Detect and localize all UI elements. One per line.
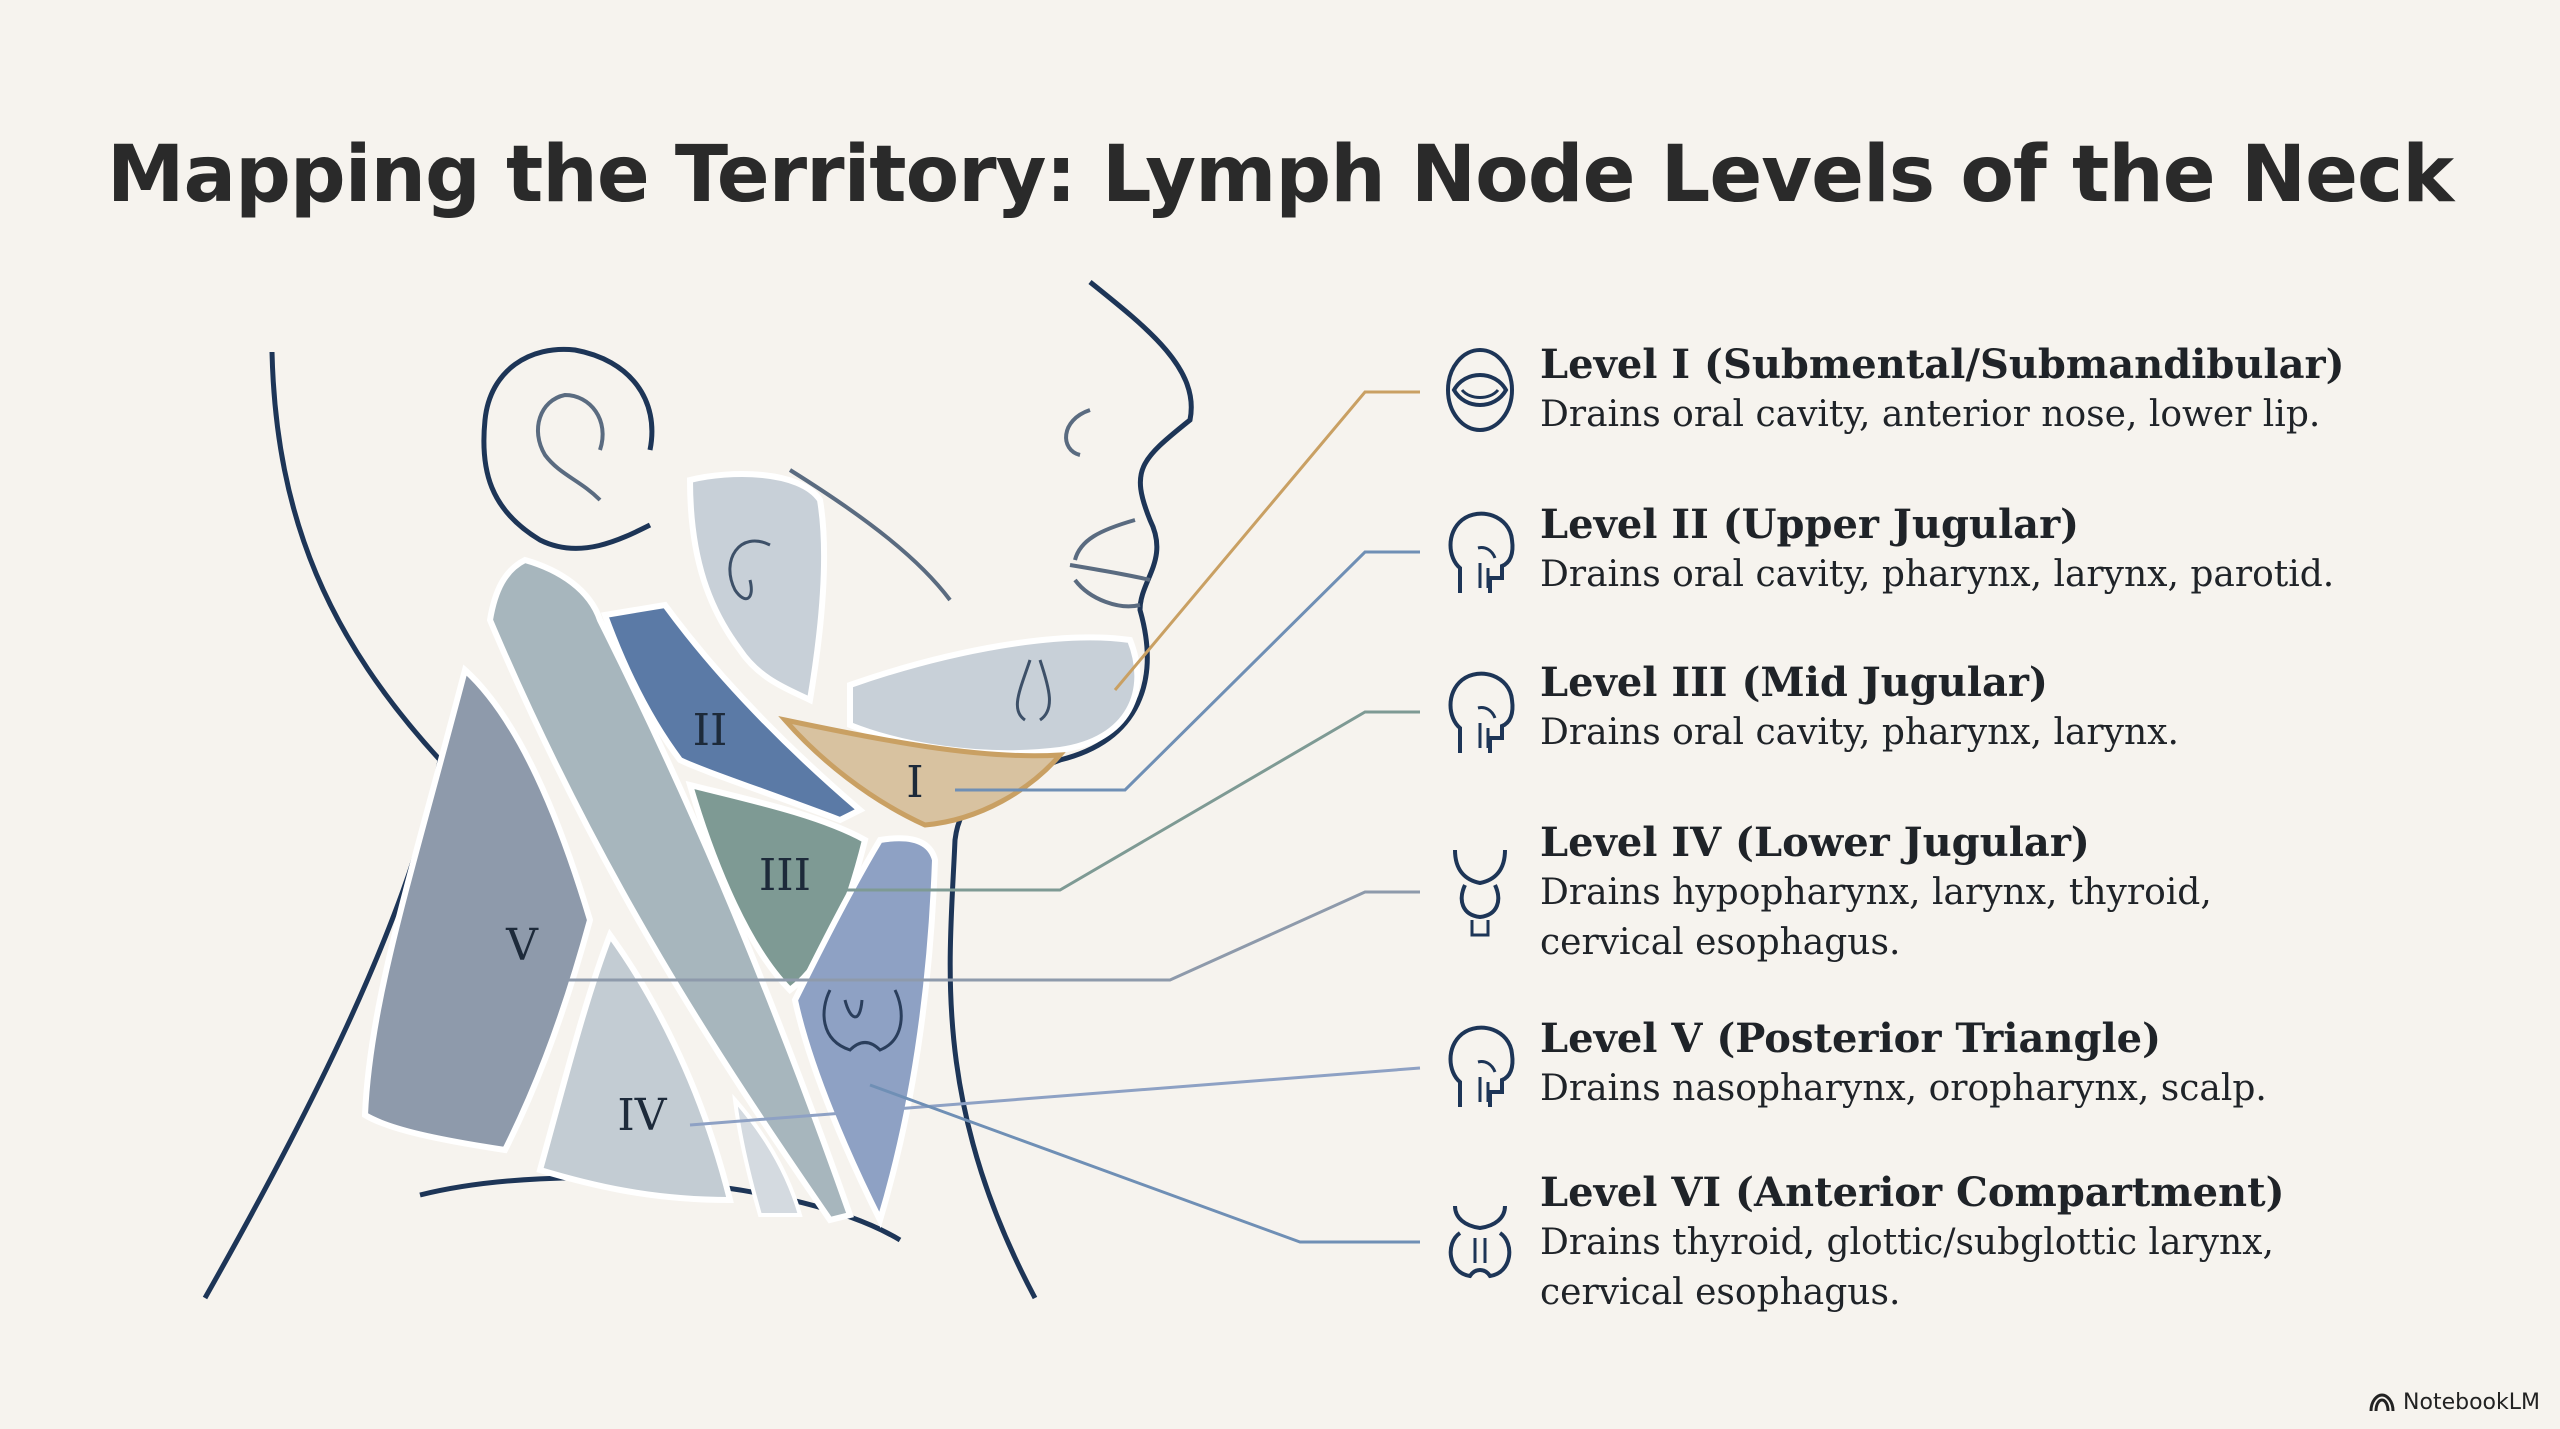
level-IV-region [536,928,734,1204]
mouth-icon [1446,348,1514,432]
region-label-III: III [759,850,811,901]
level-description: Drains oral cavity, pharynx, larynx. [1540,712,2179,753]
notebooklm-logo-icon [2369,1392,2395,1411]
nose-detail [1064,408,1091,457]
level-title: Level I (Submental/Submandibular) [1540,341,2345,388]
face-profile-outline [947,280,1194,1300]
level-title: Level III (Mid Jugular) [1540,659,2048,706]
parotid-region [686,471,828,705]
thyroid-icon-small [822,989,903,1052]
leader-line-level-V [689,1066,1421,1127]
level-description: Drains thyroid, glottic/subglottic laryn… [1540,1222,2274,1313]
leader-line-level-VI [869,1083,1420,1244]
level-V-entry: Level V (Posterior Triangle) Drains naso… [1540,1014,2400,1114]
level-II-region [600,601,866,824]
region-label-IV: IV [617,1090,667,1141]
sternocleidomastoid-region [486,556,854,1224]
ear-inner [535,392,605,502]
level-I-region [778,716,1066,828]
thyroid-icon [1448,1205,1512,1279]
level-description: Drains hypopharynx, larynx, thyroid, cer… [1540,872,2212,963]
level-III-entry: Level III (Mid Jugular) Drains oral cavi… [1540,658,2400,758]
brand-watermark: NotebookLM [2369,1390,2540,1415]
lips-detail [1069,518,1151,609]
level-I-entry: Level I (Submental/Submandibular) Drains… [1540,340,2400,440]
level-description: Drains oral cavity, anterior nose, lower… [1540,394,2321,435]
ear-outline [481,346,655,551]
level-title: Level VI (Anterior Compartment) [1540,1169,2285,1216]
leader-line-level-II [955,550,1420,792]
region-label-II: II [693,705,728,756]
leader-line-level-IV [555,890,1420,982]
region-label-V: V [505,920,539,971]
level-IV-sliver [732,1093,803,1217]
head-profile-icon [1448,511,1515,593]
head-profile-icon [1448,671,1515,753]
level-title: Level II (Upper Jugular) [1540,501,2080,548]
nose-icon-small [1015,659,1051,722]
jaw-line [788,468,952,602]
submandibular-region [847,634,1141,757]
ear-icon-small [728,539,771,601]
level-title: Level V (Posterior Triangle) [1540,1015,2162,1062]
level-VI-entry: Level VI (Anterior Compartment) Drains t… [1540,1168,2300,1318]
region-label-I: I [906,757,923,808]
level-title: Level IV (Lower Jugular) [1540,819,2090,866]
neck-back-outline [202,351,443,1300]
level-description: Drains nasopharynx, oropharynx, scalp. [1540,1068,2267,1109]
head-profile-icon [1448,1025,1515,1107]
level-VI-region [791,835,939,1229]
leader-line-level-I [1113,390,1420,691]
leader-line-level-III [830,710,1420,892]
brand-label: NotebookLM [2403,1390,2540,1415]
larynx-icon [1453,849,1507,937]
level-IV-entry: Level IV (Lower Jugular) Drains hypophar… [1540,818,2240,968]
level-description: Drains oral cavity, pharynx, larynx, par… [1540,554,2335,595]
level-V-region [361,664,594,1154]
page-title: Mapping the Territory: Lymph Node Levels… [106,130,2454,220]
level-II-entry: Level II (Upper Jugular) Drains oral cav… [1540,500,2400,600]
